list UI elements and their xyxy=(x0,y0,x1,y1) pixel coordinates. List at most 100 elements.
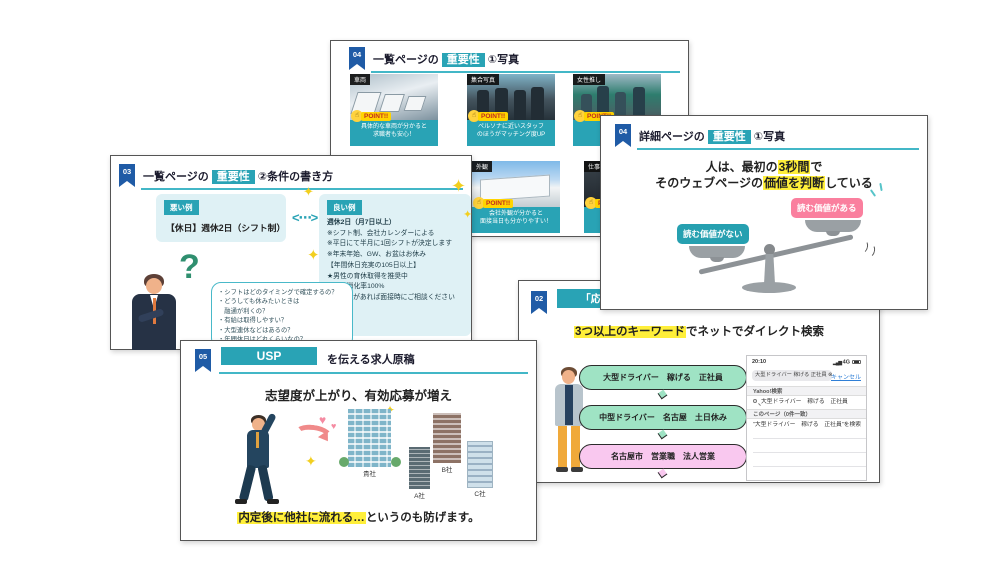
magnifier-icon xyxy=(753,399,757,403)
businessman-illustration xyxy=(233,412,293,508)
good-example-tag: 良い例 xyxy=(327,200,362,215)
caption-line: 具体的な車両が分かると xyxy=(360,124,427,130)
point-badge: ☝POINT!! xyxy=(574,110,615,122)
building-label: A社 xyxy=(414,493,425,500)
tree-icon xyxy=(339,457,349,467)
good-example-lines: 週休2日（月7日以上） ※シフト制、会社カレンダーによる ※平日にて半月に1回シ… xyxy=(327,218,455,304)
headline-text: している xyxy=(825,176,873,190)
good-line: ※希望休があれば面接時にご相談ください xyxy=(327,294,455,302)
title-underline xyxy=(637,148,919,150)
building-company-a: A社 xyxy=(409,447,430,500)
caption-line: のほうがマッチング度UP xyxy=(476,132,546,139)
leg xyxy=(257,464,274,502)
photo-label: 車両 xyxy=(350,74,371,85)
slide-number-badge: 03 xyxy=(119,164,135,187)
bubble-line: 融通が利くの？ xyxy=(218,307,269,315)
headline-text: 人は、最初の xyxy=(705,160,778,174)
sparkle-icon: ✦ xyxy=(451,176,467,196)
title-underline xyxy=(219,372,528,374)
photo-caption: 具体的な車両が分かると求職者も安心！ xyxy=(350,120,438,146)
good-line: 【年間休日充実の105日以上】 xyxy=(327,261,420,269)
bad-example-tag: 悪い例 xyxy=(164,200,199,215)
building-windows xyxy=(348,409,391,467)
headline-highlight: 3秒間 xyxy=(777,160,811,174)
headline-highlight: 価値を判断 xyxy=(763,176,826,190)
list-divider xyxy=(753,438,866,439)
point-label: POINT!! xyxy=(478,111,509,121)
scale-pan-left xyxy=(689,246,745,262)
bottom-highlight: 内定後に他社に流れる… xyxy=(237,512,366,524)
good-line: ※シフト制、会社カレンダーによる xyxy=(327,229,435,237)
pointing-hand-icon: ☝ xyxy=(574,110,586,122)
photo-label: 外観 xyxy=(472,161,493,172)
person-pants xyxy=(558,426,567,468)
point-label: POINT!! xyxy=(483,198,514,208)
pink-arrow xyxy=(291,422,335,450)
person-silhouette xyxy=(581,94,592,120)
leg xyxy=(238,464,257,502)
find-in-page-row: “大型ドライバー 稼げる 正社員”を検索 xyxy=(747,419,866,432)
heart-icon: ♥ xyxy=(331,421,337,431)
phone-status-right: ▂▄▆ 4G xyxy=(833,359,861,366)
phone-status-bar: 20:10 ▂▄▆ 4G xyxy=(752,359,861,366)
bottom-rest: というのも防げます。 xyxy=(365,512,480,524)
bad-example-text: 【休日】週休2日（シフト制） xyxy=(166,223,286,233)
person-pants xyxy=(571,426,580,468)
signal-bars-icon: ▂▄▆ xyxy=(832,359,842,366)
person-silhouette xyxy=(531,87,544,120)
slide-number-badge: 05 xyxy=(195,349,211,372)
caption-line: 面接当日も分かりやすい！ xyxy=(479,219,552,226)
caption-line: 求職者も安心！ xyxy=(372,132,415,139)
battery-icon xyxy=(852,359,861,364)
headline-line1: 人は、最初の3秒間で xyxy=(601,158,927,175)
person-shoe xyxy=(571,467,583,472)
compare-arrow-icon: <⋯> xyxy=(292,210,318,225)
cancel-link: キャンセル xyxy=(830,375,861,381)
good-line: ※年末年始、GW、お盆はお休み xyxy=(327,251,426,259)
slide-usp-copy: 05 USP を伝える求人原稿 志望度が上がり、有効応募が増え ♥ ♥ ✦ ✦ … xyxy=(180,340,537,541)
bubble-line: ・大型連休などはあるの？ xyxy=(218,326,294,334)
building-windows xyxy=(433,413,461,463)
shoe xyxy=(235,499,247,504)
section-on-this-page: このページ（0件一致） xyxy=(747,409,866,419)
building-label: 貴社 xyxy=(363,471,376,478)
bubble-line: ・どうしても休みたいときは xyxy=(218,298,300,306)
pointing-hand-icon: ☝ xyxy=(468,110,480,122)
person-head xyxy=(562,370,575,384)
phone-search-screenshot: 20:10 ▂▄▆ 4G 大型ドライバー 稼げる 正社員 ⊗ キャンセル Yah… xyxy=(746,355,867,481)
building-label: C社 xyxy=(474,491,486,498)
slide-number-badge: 02 xyxy=(531,291,547,314)
tree-icon xyxy=(391,457,401,467)
suit-body xyxy=(247,430,269,468)
slide-title: を伝える求人原稿 xyxy=(327,354,415,366)
title-post: ①写真 xyxy=(753,131,786,143)
photo-caption: 会社外観が分かると面接当日も分かりやすい！ xyxy=(472,207,560,233)
headline-line2: そのウェブページの価値を判断している xyxy=(601,174,927,191)
search-input: 大型ドライバー 稼げる 正社員 ⊗ xyxy=(752,370,832,381)
keyword-headline: 3つ以上のキーワードでネットでダイレクト検索 xyxy=(519,323,879,339)
sparkle-icon: ✦ xyxy=(463,209,473,221)
bubble-line: ・年間休日はどれくらいなの？ xyxy=(218,335,346,344)
has-value-label: 読む価値がある xyxy=(791,198,863,218)
scale-base xyxy=(742,282,796,293)
bad-example-box: 悪い例 【休日】週休2日（シフト制） xyxy=(156,194,286,242)
photo-caption: ペルソナに近いスタッフのほうがマッチング度UP xyxy=(467,120,555,146)
person-tie xyxy=(256,432,259,448)
photo-card-staff: 集合写真 ☝POINT!! ペルソナに近いスタッフのほうがマッチング度UP xyxy=(467,74,555,146)
photo-label: 集合写真 xyxy=(467,74,500,85)
title-underline xyxy=(141,188,463,190)
bubble-line: ・シフトはどのタイミングで確定するの？ xyxy=(218,289,338,296)
list-divider xyxy=(753,466,866,467)
truck-shape xyxy=(403,96,427,111)
title-highlight: 重要性 xyxy=(707,130,751,144)
point-badge: ☝POINT!! xyxy=(468,110,509,122)
list-divider xyxy=(753,452,866,453)
building-your-company: 貴社 xyxy=(348,409,391,478)
scale-column xyxy=(764,254,775,284)
slide-number-badge: 04 xyxy=(615,124,631,147)
motion-arc xyxy=(864,243,877,258)
suggestion-text: 大型ドライバー 稼げる 正社員 xyxy=(761,399,848,405)
title-underline xyxy=(371,71,680,73)
